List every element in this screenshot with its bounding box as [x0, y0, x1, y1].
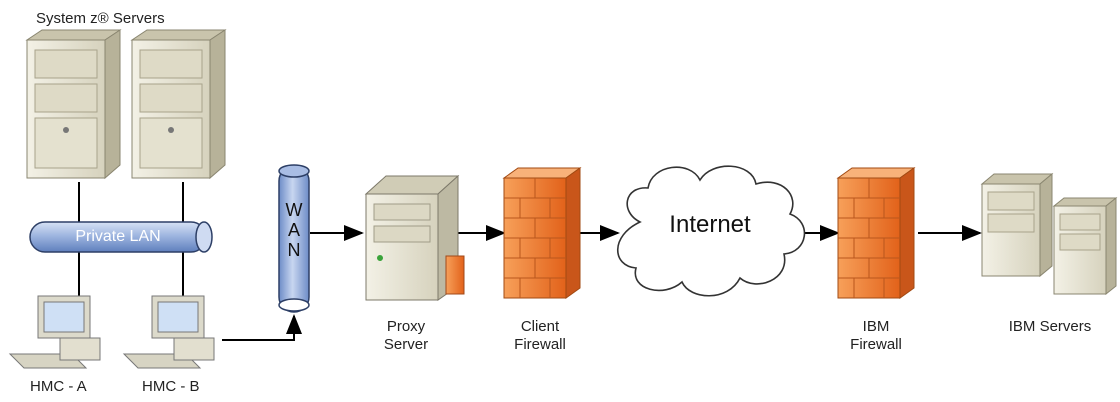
hmc-b-label: HMC - B: [142, 378, 200, 395]
ibm-firewall-icon: [836, 167, 916, 299]
proxy-server-label-line2: Server: [383, 336, 429, 353]
client-firewall-label-line2: Firewall: [514, 336, 566, 353]
hmc-b-computer-icon: [122, 295, 215, 369]
hmc-a-computer-icon: [8, 295, 101, 369]
ibm-firewall-label-line2: Firewall: [850, 336, 902, 353]
system-z-servers-label: System z® Servers: [36, 10, 165, 27]
wan-label: WAN: [285, 200, 303, 260]
proxy-server-label-line1: Proxy: [386, 318, 426, 335]
proxy-server-icon: [364, 174, 465, 301]
client-firewall-icon: [502, 167, 582, 299]
internet-label: Internet: [669, 211, 751, 238]
system-z-server-icon: [130, 29, 227, 180]
system-z-server-icon: [25, 29, 122, 180]
hmc-a-label: HMC - A: [30, 378, 87, 395]
ibm-server-icon: [980, 172, 1054, 278]
hmc-b-to-wan-line: [222, 314, 302, 341]
ibm-firewall-label-line1: IBM: [862, 318, 890, 335]
ibm-servers-label: IBM Servers: [1008, 318, 1092, 335]
private-lan-label: Private LAN: [75, 228, 161, 245]
private-lan-pipe: [29, 221, 213, 253]
ibm-server-icon: [1052, 196, 1118, 296]
client-firewall-label-line1: Client: [520, 318, 560, 335]
connection-lines: [78, 182, 982, 341]
internet-cloud-icon: [616, 165, 806, 297]
wan-pipe: [278, 164, 310, 313]
